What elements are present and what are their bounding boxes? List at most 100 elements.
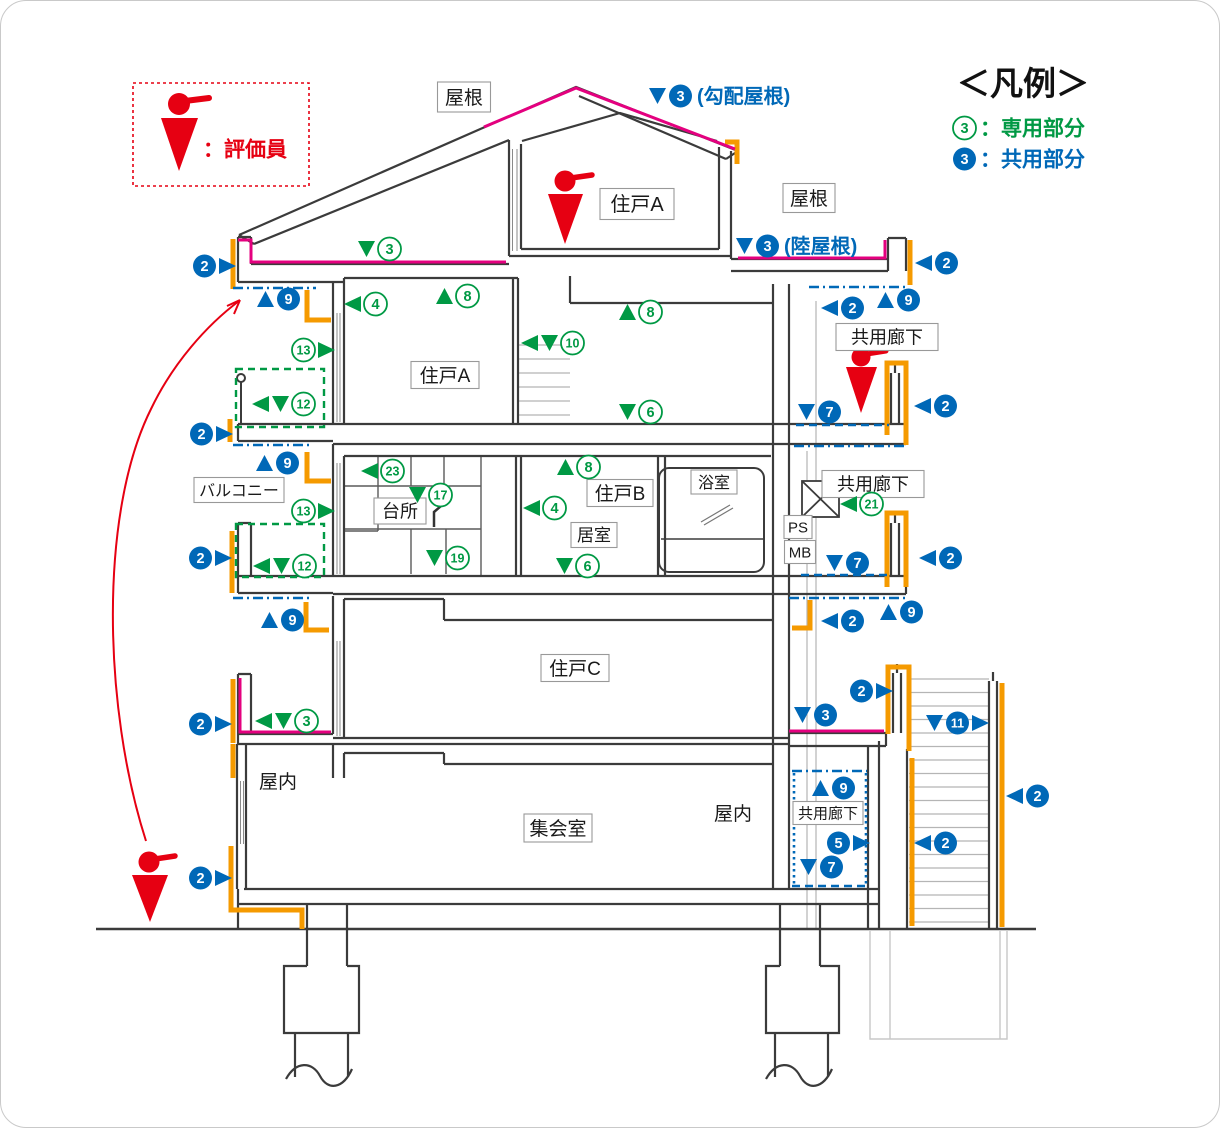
svg-text:3: 3 [763, 239, 771, 255]
indoor-label-right: 屋内 [714, 803, 752, 825]
svg-text:2: 2 [848, 614, 856, 630]
svg-text:共用廊下: 共用廊下 [798, 805, 858, 822]
unit-a-penthouse-label: 住戸A [599, 187, 675, 221]
marker-exclusive-8-30: 8 [619, 299, 663, 325]
legend-evaluator: ：評価員 [132, 82, 310, 187]
svg-text:21: 21 [865, 498, 879, 512]
svg-text:8: 8 [463, 289, 471, 305]
svg-text:19: 19 [451, 552, 465, 566]
underground-structure [869, 931, 1008, 1040]
marker-common-9-16: 9 [880, 600, 923, 624]
svg-text:4: 4 [371, 297, 379, 313]
svg-text:台所: 台所 [382, 501, 418, 521]
insulation-lines [227, 139, 1005, 929]
marker-exclusive-3-45: 3 [952, 115, 977, 141]
svg-text:23: 23 [386, 465, 400, 479]
marker-common-3-1: 3 (陸屋根) [736, 234, 857, 258]
legend: ＜凡例＞ ：専用部分 ：共用部分 [957, 65, 1089, 172]
marker-exclusive-3-27: 3 [358, 236, 402, 262]
svg-text:6: 6 [583, 559, 591, 575]
common-area-boundaries [233, 285, 906, 888]
waterproofing-lines [238, 86, 887, 734]
roof-label-left: 屋根 [436, 81, 492, 113]
legend-title: ＜凡例＞ [957, 65, 1089, 102]
svg-text:3: 3 [302, 714, 310, 730]
marker-common-2-21: 2 [914, 831, 957, 855]
marker-common-9-6: 9 [877, 288, 920, 312]
marker-exclusive-6-34: 6 [619, 399, 663, 425]
svg-text:2: 2 [857, 684, 865, 700]
svg-text:MB: MB [789, 544, 812, 561]
marker-common-2-22: 2 [1006, 784, 1049, 808]
svg-text:2: 2 [941, 399, 949, 415]
svg-text:居室: 居室 [577, 526, 611, 545]
marker-exclusive-12-40: 12 [253, 553, 317, 579]
svg-text:2: 2 [196, 551, 204, 567]
svg-text:2: 2 [946, 551, 954, 567]
svg-text:8: 8 [584, 460, 592, 476]
marker-common-2-23: 2 [189, 866, 232, 890]
marker-exclusive-3-44: 3 [255, 708, 319, 734]
svg-text:3: 3 [676, 89, 684, 105]
svg-text:9: 9 [904, 293, 912, 309]
inspection-route-arrow [111, 299, 241, 842]
marker-common-3-0: 3(勾配屋根) [649, 84, 790, 108]
evaluator-icon-corridor-4f [846, 347, 889, 413]
kitchen-label: 台所 [373, 497, 427, 525]
marker-exclusive-13-32: 13 [291, 337, 335, 363]
marker-common-9-14: 9 [261, 608, 304, 632]
marker-common-5-25: 5 [827, 831, 870, 855]
mb-label: MB [783, 539, 817, 565]
svg-text:2: 2 [200, 259, 208, 275]
ps-label: PS [783, 514, 813, 540]
window-lines [240, 149, 518, 844]
svg-text:バルコニー: バルコニー [199, 483, 279, 500]
svg-text:9: 9 [283, 456, 291, 472]
svg-text:集会室: 集会室 [529, 818, 586, 840]
svg-text:PS: PS [788, 519, 808, 536]
svg-text:3: 3 [960, 152, 968, 168]
marker-common-2-5: 2 [821, 296, 864, 320]
indoor-label-left: 屋内 [259, 771, 297, 793]
svg-text:7: 7 [825, 405, 833, 421]
marker-exclusive-19-41: 19 [426, 545, 470, 571]
svg-text:(陸屋根): (陸屋根) [784, 234, 857, 258]
marker-exclusive-4-28: 4 [344, 291, 388, 317]
svg-text:6: 6 [646, 405, 654, 421]
marker-common-2-20: 2 [189, 712, 232, 736]
marker-exclusive-6-42: 6 [556, 553, 600, 579]
svg-text:7: 7 [827, 860, 835, 876]
legend-evaluator-label: ：評価員 [203, 138, 287, 162]
marker-exclusive-23-35: 23 [361, 458, 405, 484]
svg-text:屋根: 屋根 [445, 87, 483, 109]
svg-text:浴室: 浴室 [698, 474, 730, 492]
legend-evaluator-icon [161, 93, 212, 171]
bathroom-label: 浴室 [690, 469, 738, 495]
unit-c-label: 住戸C [540, 653, 610, 683]
evaluator-icon-penthouse [548, 170, 595, 244]
marker-exclusive-17-36: 17 [409, 482, 453, 508]
svg-text:2: 2 [196, 871, 204, 887]
exclusive-area-boxes [234, 367, 326, 579]
svg-text:3: 3 [960, 121, 968, 137]
svg-text:9: 9 [839, 781, 847, 797]
marker-common-2-12: 2 [919, 546, 962, 570]
roof-label-right: 屋根 [782, 182, 836, 214]
svg-text:5: 5 [834, 836, 842, 852]
living-room-label: 居室 [570, 521, 618, 549]
svg-text:10: 10 [566, 337, 580, 351]
marker-common-2-2: 2 [193, 254, 236, 278]
corridor-label-1f: 共用廊下 [792, 800, 864, 826]
marker-common-2-17: 2 [850, 679, 893, 703]
svg-text:8: 8 [646, 305, 654, 321]
marker-common-7-11: 7 [826, 551, 869, 575]
balcony-label: バルコニー [193, 476, 285, 504]
svg-text:3: 3 [385, 242, 393, 258]
marker-common-2-8: 2 [914, 394, 957, 418]
marker-common-2-3: 2 [915, 251, 958, 275]
marker-exclusive-21-43: 21 [840, 491, 884, 517]
svg-text:9: 9 [284, 292, 292, 308]
